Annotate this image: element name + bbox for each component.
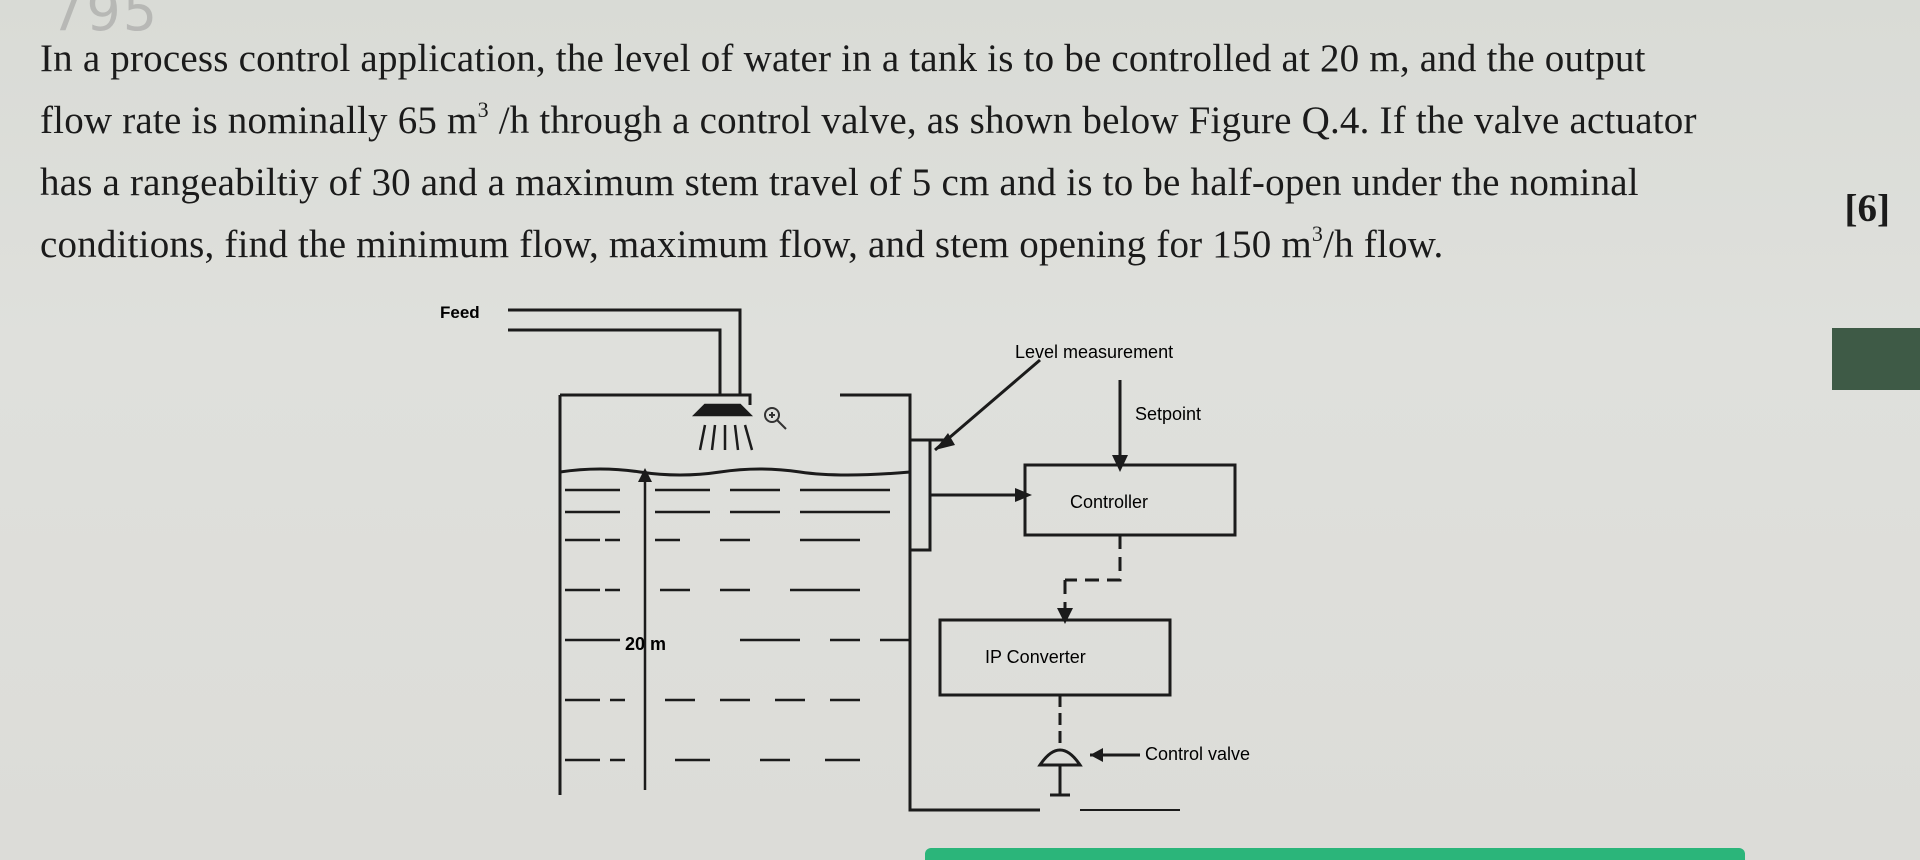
tank-right-wall [840, 393, 912, 795]
bottom-accent-bar [925, 848, 1745, 860]
side-panel-strip [1832, 328, 1920, 390]
question-text: In a process control application, the le… [40, 28, 1880, 276]
ip-converter-box [938, 618, 1172, 697]
feed-label: Feed [440, 303, 480, 322]
ip-converter-label: IP Converter [985, 647, 1086, 667]
question-line-2: flow rate is nominally 65 m3 /h through … [40, 97, 1697, 143]
marks-label: [6] [1844, 187, 1890, 230]
level-measurement-label: Level measurement [1015, 342, 1173, 362]
feed-pipe-outer [508, 308, 742, 395]
process-diagram: Feed Level measurement Setpoint Controll… [440, 303, 1250, 812]
controller-to-ip-line [1063, 535, 1122, 610]
question-line-3: has a rangeabiltiy of 30 and a maximum s… [40, 161, 1639, 204]
level-sensor [908, 438, 932, 552]
level-measurement-arrow [934, 358, 1041, 452]
figure-q4-diagram: Feed Level measurement Setpoint Controll… [420, 290, 1320, 830]
feed-pipe-inner [508, 328, 722, 395]
controller-box [1023, 463, 1237, 537]
setpoint-label: Setpoint [1135, 404, 1201, 424]
question-line-4: conditions, find the minimum flow, maxim… [40, 221, 1444, 267]
outlet-pipe [908, 795, 1040, 812]
question-line-1: In a process control application, the le… [40, 37, 1646, 80]
watermark-number: 795 [50, 0, 160, 43]
controller-label: Controller [1070, 492, 1148, 512]
magnifier-icon [764, 407, 787, 430]
control-valve-label: Control valve [1145, 744, 1250, 764]
water-surface [559, 467, 911, 477]
control-valve-actuator [1037, 748, 1083, 767]
height-label: 20 m [625, 634, 666, 654]
